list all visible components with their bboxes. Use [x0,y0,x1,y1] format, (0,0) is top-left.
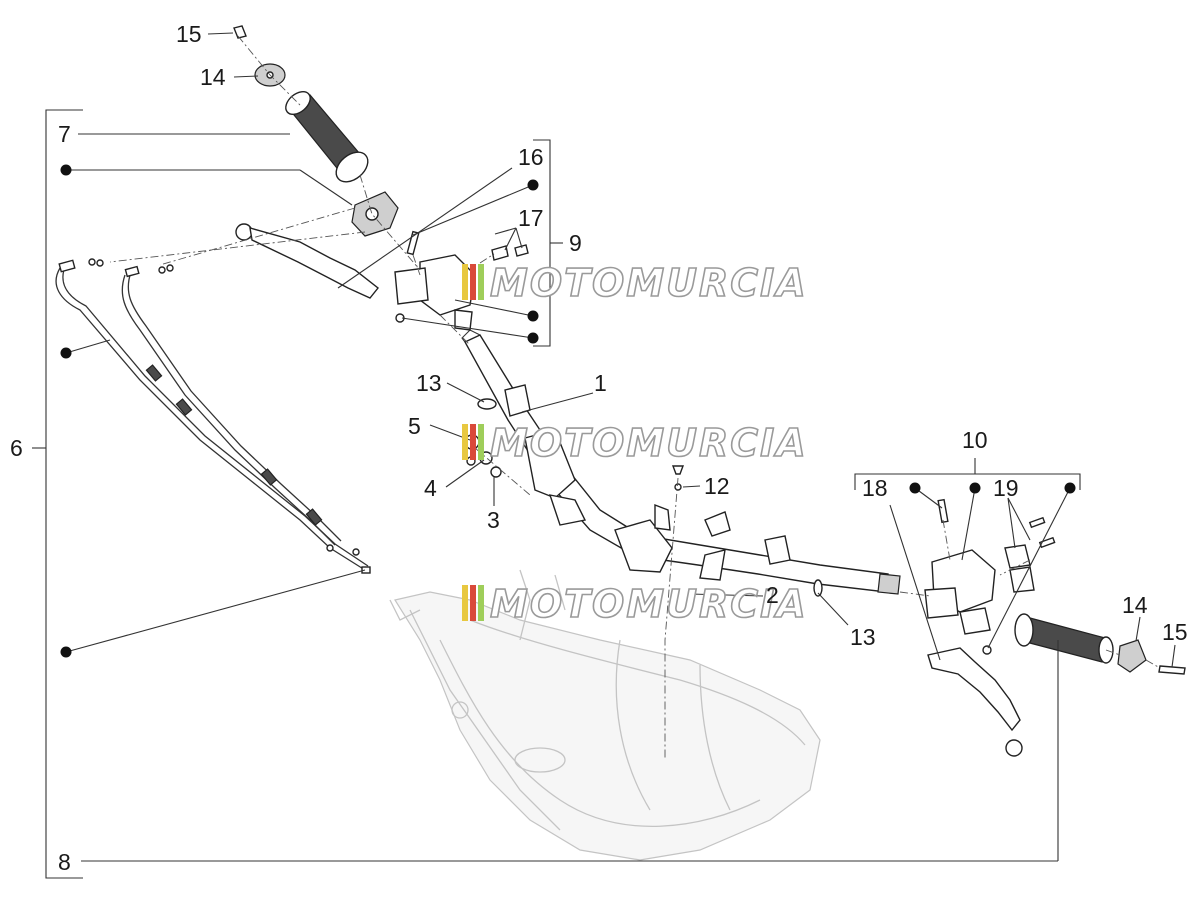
callout-8: 8 [58,849,71,875]
callout-12: 12 [704,473,730,499]
callout-14-left: 14 [200,64,226,90]
brackets [32,109,1081,879]
callout-13-left: 13 [416,370,442,396]
callout-15-right: 15 [1162,619,1188,645]
throttle-cables [55,258,371,574]
screw-12 [671,465,685,491]
bullet-dots [60,164,1076,658]
callout-7: 7 [58,121,71,147]
callout-labels: 15 14 7 16 17 9 13 1 5 6 4 3 12 2 13 10 … [10,21,1188,875]
right-bar-end [1117,639,1186,675]
callout-1: 1 [594,370,607,396]
left-switch-housing [351,191,399,237]
right-brake-lever [927,647,1023,757]
left-master-cylinder [394,230,529,331]
callout-16: 16 [518,144,544,170]
callout-13-right: 13 [850,624,876,650]
callout-2: 2 [766,582,779,608]
callout-6: 6 [10,435,23,461]
right-grip [1014,613,1114,664]
watermark-text: MOTOMURCIA [490,421,808,465]
right-master-cylinder [924,498,1056,655]
right-ring [813,579,823,597]
left-brake-lever [235,223,379,299]
callout-17: 17 [518,205,544,231]
callout-15-left: 15 [176,21,202,47]
watermark-text: MOTOMURCIA [490,582,808,626]
callout-4: 4 [424,475,437,501]
watermark-1: MOTOMURCIA [462,260,808,306]
leader-lines [65,32,1176,862]
handlebar [461,329,901,595]
callout-9: 9 [569,230,582,256]
assembly-lines [109,35,1161,760]
callout-10: 10 [962,427,988,453]
callout-14-right: 14 [1122,592,1148,618]
callout-19: 19 [993,475,1019,501]
watermark-3: MOTOMURCIA [462,581,808,627]
callout-18: 18 [862,475,888,501]
callout-5: 5 [408,413,421,439]
left-grip [285,90,369,183]
watermark-2: MOTOMURCIA [462,420,808,466]
callout-3: 3 [487,507,500,533]
ghost-frame [389,569,821,861]
watermark-text: MOTOMURCIA [490,261,808,305]
